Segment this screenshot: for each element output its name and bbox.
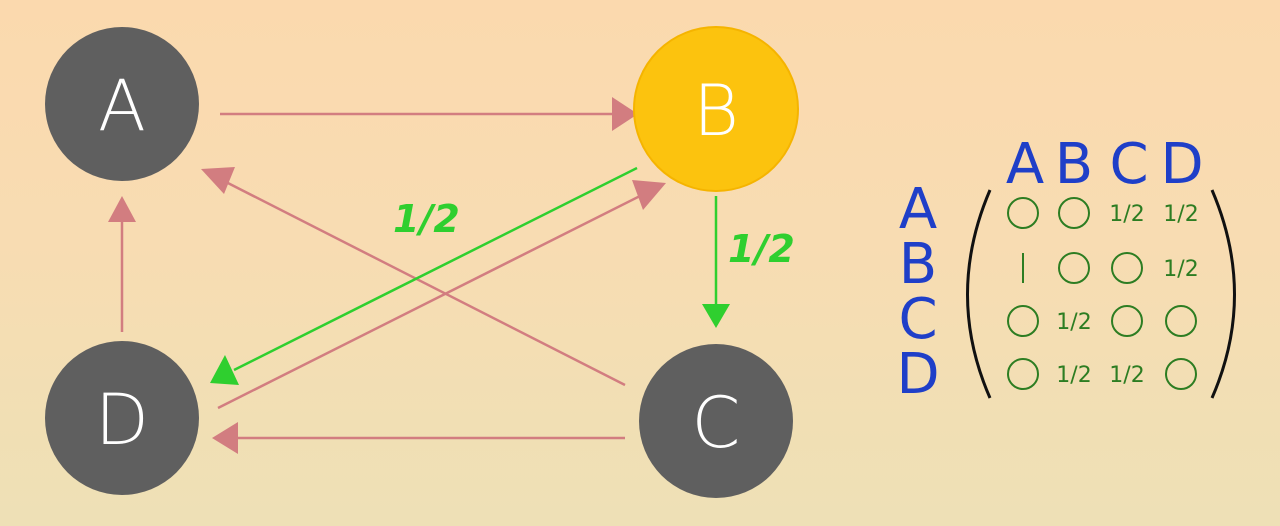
node-c-label: C (692, 382, 741, 464)
matrix-cell-2-3 (1165, 305, 1197, 337)
edge-b-to-d-arrowhead (210, 355, 239, 385)
matrix-column-header-d: D (1160, 132, 1203, 197)
edge-b-to-c-weight: 1/2 (728, 227, 795, 271)
node-c-circle (639, 344, 793, 498)
matrix-cell-0-3: 1/2 (1163, 202, 1198, 227)
node-a-label: A (98, 65, 146, 147)
matrix-column-header-c: C (1109, 132, 1148, 197)
matrix-cell-1-1 (1058, 252, 1090, 284)
transition-matrix: A B C D A B C D 1/2 1/2 1/2 1/2 1/2 1/2 (896, 132, 1236, 407)
node-b-label: B (693, 70, 739, 152)
edge-a-to-b-arrowhead (612, 97, 638, 131)
matrix-cells: 1/2 1/2 1/2 1/2 1/2 1/2 (1007, 197, 1199, 390)
edge-c-to-a (221, 178, 626, 387)
matrix-left-bracket (966, 189, 992, 399)
matrix-cell-0-2: 1/2 (1109, 202, 1144, 227)
edge-c-to-a-arrowhead (201, 167, 235, 194)
node-d: D (45, 341, 199, 495)
matrix-cell-2-2 (1111, 305, 1143, 337)
matrix-cell-1-3: 1/2 (1163, 257, 1198, 282)
edge-b-to-d-weight: 1/2 (393, 197, 460, 241)
node-b-circle (633, 26, 799, 192)
edge-b-to-d (233, 166, 638, 372)
matrix-cell-0-0 (1007, 197, 1039, 229)
matrix-row-header-b: B (899, 232, 937, 297)
edge-d-to-b-arrowhead (632, 180, 666, 210)
matrix-cell-2-1: 1/2 (1056, 310, 1091, 335)
matrix-row-header-a: A (899, 177, 937, 242)
node-b: B (633, 26, 799, 192)
matrix-column-header-b: B (1055, 132, 1093, 197)
matrix-cell-3-1: 1/2 (1056, 363, 1091, 388)
matrix-cell-2-0 (1007, 305, 1039, 337)
matrix-right-bracket (1210, 189, 1236, 399)
node-d-label: D (95, 379, 149, 461)
graph-edges (108, 97, 730, 454)
edge-d-to-a-arrowhead (108, 196, 136, 222)
node-a: A (45, 27, 199, 181)
node-d-circle (45, 341, 199, 495)
edge-d-to-b (217, 192, 645, 410)
matrix-column-header-a: A (1006, 132, 1044, 197)
matrix-cell-1-2 (1111, 252, 1143, 284)
node-c: C (639, 344, 793, 498)
matrix-cell-3-3 (1165, 358, 1197, 390)
matrix-row-header-d: D (896, 342, 939, 407)
matrix-cell-0-1 (1058, 197, 1090, 229)
edge-b-to-c-arrowhead (702, 304, 730, 328)
matrix-cell-3-0 (1007, 358, 1039, 390)
matrix-cell-3-2: 1/2 (1109, 363, 1144, 388)
matrix-row-header-c: C (898, 287, 937, 352)
node-a-circle (45, 27, 199, 181)
edge-c-to-d-arrowhead (212, 422, 238, 454)
